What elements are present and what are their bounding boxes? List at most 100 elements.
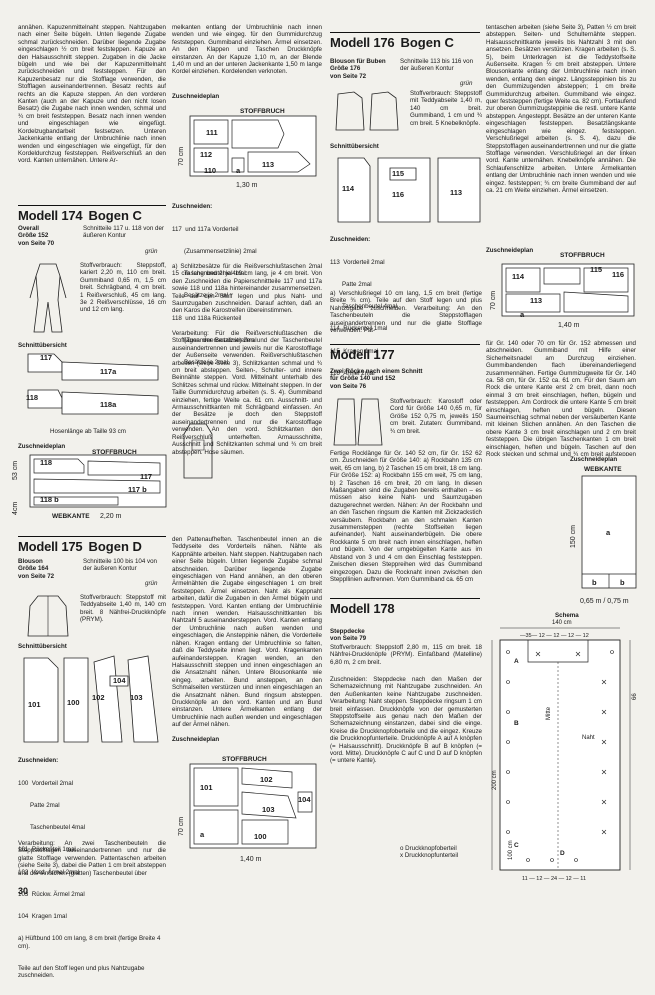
col2-text-d: den Pattenaufheften. Taschenbeutel innen… (172, 536, 322, 729)
modell-174-layout-label: Zuschneideplan (18, 443, 66, 450)
modell-174-overview-label: Schnittübersicht (18, 342, 67, 349)
modell-177-material: Stoffverbrauch: Karostoff oder Cord für … (390, 398, 482, 435)
layout-117b: 117 b (128, 485, 147, 494)
modell-175-pattern-overview (23, 655, 159, 743)
col2-height-dim: 70 cm (178, 146, 185, 166)
magazine-page: annähen. Kapuzenmittelnaht steppen. Naht… (12, 24, 638, 979)
col2-fold-label: STOFFBRUCH (240, 108, 285, 115)
modell-177-header: Modell 177 (330, 344, 480, 362)
overview-115: 115 (392, 169, 405, 178)
modell-175-ref: Schnitteile 100 bis 104 von der äußeren … (83, 558, 157, 573)
modell-176-material: Stoffverbrauch: Steppstoff mit Teddyabse… (410, 90, 482, 127)
col1-top-text: annähen. Kapuzenmittelnaht steppen. Naht… (18, 24, 166, 165)
schema-diagram (491, 627, 631, 871)
col4-height2-dim: 150 cm (570, 525, 577, 548)
modell-177-title: Modell 177 (330, 347, 395, 362)
modell-178-header: Modell 178 (330, 598, 480, 616)
col2-cut-list: 117 und 117a Vorderteil (Zusammensetzlin… (172, 225, 257, 367)
modell-177-name: Zwei Röcke nach einem Schnitt für Größe … (330, 368, 423, 390)
overview-113: 113 (450, 188, 463, 197)
col4-layout-label: Zuschneideplan (486, 247, 534, 254)
layout-113: 113 (262, 160, 275, 169)
layout-117: 117 (140, 472, 153, 481)
col4-fold-label: STOFFBRUCH (560, 252, 605, 259)
col2-cutting-layout (189, 115, 317, 177)
modell-176-title: Modell 176 (330, 35, 395, 50)
modell-174-title: Modell 174 (18, 208, 83, 223)
overview-114: 114 (342, 184, 355, 193)
modell-176-color: grün (460, 80, 473, 87)
modell-178-text: Zuschneiden: Steppdecke nach den Maßen d… (330, 676, 482, 765)
modell-174-selvage: WEBKANTE (52, 513, 90, 520)
schema-d: D (560, 850, 565, 857)
layout2-104: 104 (298, 795, 311, 804)
modell-174-height-dim: 53 cm (12, 460, 19, 480)
col4-layout-115: 115 (590, 265, 603, 274)
schema-a: A (514, 658, 519, 665)
col4-selvage-label: WEBKANTE (584, 466, 622, 473)
modell-175-title: Modell 175 (18, 539, 83, 554)
modell-176-cut-label: Zuschneiden: (330, 236, 371, 243)
modell-174-height-dim2: 4cm (12, 501, 19, 515)
modell-176-bogen: Bogen C (400, 35, 454, 50)
page-number: 30 (18, 886, 29, 896)
layout-112: 112 (200, 150, 213, 159)
modell-178-material: Stoffverbrauch: Steppstoff 2,80 m, 115 c… (330, 644, 482, 666)
modell-174-cutting-layout (29, 454, 167, 508)
col2-fold2-label: STOFFBRUCH (222, 756, 267, 763)
schema-bottom-dims: 11 — 12 — 24 — 12 — 11 (522, 876, 586, 882)
schema-width: 140 cm (552, 620, 572, 626)
layout2-102: 102 (260, 775, 273, 784)
col4-cutting-layout (501, 263, 635, 317)
col4-top-text: tentaschen arbeiten (siehe Seite 3), Pat… (486, 24, 636, 194)
modell-176-figure (335, 91, 399, 131)
col2-layout2-label: Zuschneideplan (172, 736, 220, 743)
col4-layout-116: 116 (612, 270, 625, 279)
overview-116: 116 (392, 190, 405, 199)
modell-176-pattern-overview (337, 157, 481, 223)
modell-175-process: Verarbeitung: An zwei Taschenbeuteln die… (18, 840, 166, 877)
piece-118a: 118a (100, 400, 117, 409)
modell-176-header: Modell 176 Bogen C (330, 32, 480, 50)
modell-177-text: Fertige Rocklänge für Gr. 140 52 cm, für… (330, 450, 482, 583)
layout2-100: 100 (254, 832, 267, 841)
modell-175-material: Stoffverbrauch: Steppstoff mit Teddyabse… (80, 594, 166, 624)
modell-175-overview-label: Schnittübersicht (18, 643, 67, 650)
col4-layout2-b2: b (620, 578, 625, 587)
col4-layout-114: 114 (512, 272, 525, 281)
piece-118: 118 (26, 393, 39, 402)
layout-111: 111 (206, 128, 218, 137)
col4-text-b: für Gr. 140 oder 70 cm für Gr. 152 abmes… (486, 340, 636, 456)
schema-title: Schema (555, 612, 579, 619)
col4-text-b-narrow (486, 456, 564, 586)
schema-h1: 200 cm (492, 770, 498, 790)
piece-117: 117 (40, 353, 53, 362)
col2-inline-figure (183, 423, 213, 479)
modell-176-overview-label: Schnittübersicht (330, 143, 379, 150)
modell-175-name: Blouson Größe 164 von Seite 72 (18, 558, 55, 580)
col2-text-b: a) Schlitzbesätze für die Reißverschlußt… (172, 263, 322, 315)
col2-cut-label: Zuschneiden: (172, 203, 213, 210)
schema-top-dims: —35— 12 — 12 — 12 — 12 (520, 633, 589, 639)
schema-naht: Naht (582, 735, 595, 741)
col4-cutting-layout-2 (581, 475, 637, 589)
modell-174-fold-label: STOFFBRUCH (92, 449, 137, 456)
col4-layout2-a: a (606, 528, 611, 537)
modell-176-cut-list: 113 Vorderteil 2mal Patte 2mal Taschenbe… (330, 258, 398, 377)
layout-a: a (236, 166, 241, 175)
col2-width2-dim: 1,40 m (240, 856, 262, 863)
schema-h3: 66 (632, 693, 638, 700)
modell-174-color: grün (145, 248, 158, 255)
modell-178-name: Steppdecke von Seite 79 (330, 628, 367, 643)
modell-176-text: a) Verschlußriegel 10 cm lang, 1,5 cm br… (330, 290, 482, 334)
col4-height-dim: 70 cm (490, 290, 497, 310)
modell-174-header: Modell 174 Bogen C (18, 205, 166, 223)
hosen-label: Hosenlänge ab Taille 93 cm (50, 428, 126, 435)
modell-174-bogen: Bogen C (88, 208, 142, 223)
overview-100: 100 (67, 698, 80, 707)
modell-175-cut-label: Zuschneiden: (18, 757, 59, 764)
modell-174-ref: Schnitteile 117 u. 118 von der äußeren K… (83, 225, 164, 240)
modell-174-width-dim: 2,20 m (100, 513, 122, 520)
col2-top-text: melkanten entlang der Umbruchlinie nach … (172, 24, 322, 76)
modell-175-header: Modell 175 Bogen D (18, 536, 166, 554)
